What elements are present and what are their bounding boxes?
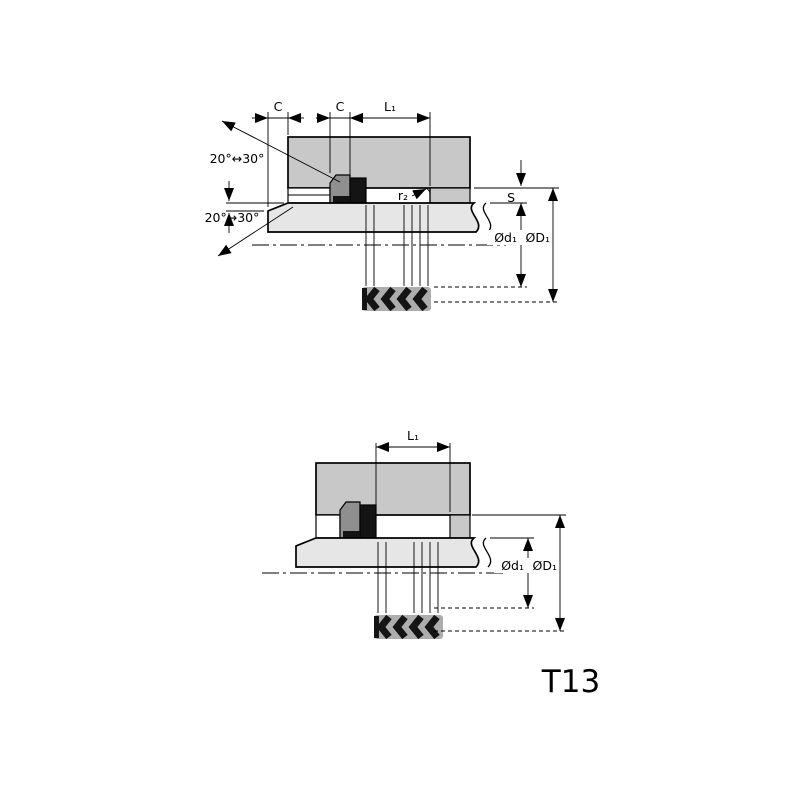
packing-chevron (408, 614, 424, 640)
seal-ring (359, 504, 377, 539)
packing-chevron (392, 614, 408, 640)
rod-section (295, 537, 480, 568)
leader-line (221, 120, 341, 183)
bottom-view: L₁ Ød₁ ØD₁ (262, 428, 566, 640)
vee-packing-icon (374, 614, 443, 640)
radius-label: r₂ (398, 188, 408, 203)
groove-corner-radius (423, 187, 431, 195)
angle-label-upper: 20°↔30° (210, 151, 265, 166)
housing-lip (449, 514, 471, 539)
top-view: C C L₁ 20°↔30° 20°↔30° r₂ (205, 99, 559, 312)
top-dimension-chain: C C L₁ (252, 99, 431, 207)
label-mask (526, 558, 557, 573)
label-mask (494, 558, 523, 573)
chamfer-annotations: 20°↔30° 20°↔30° (205, 120, 341, 257)
dim-label-D1: ØD₁ (533, 558, 557, 573)
diameter-dimensions: Ød₁ ØD₁ (434, 514, 566, 632)
packing-end-cap (374, 616, 379, 638)
angle-label-lower: 20°↔30° (205, 210, 260, 225)
dim-label-d1: Ød₁ (501, 558, 524, 573)
label-mask (519, 230, 550, 245)
leader-line (217, 206, 294, 257)
radius-callout: r₂ (398, 188, 427, 203)
seal-heel (333, 196, 350, 203)
housing-lip (429, 187, 471, 204)
dim-label-D1: ØD₁ (526, 230, 550, 245)
dim-label-l1: L₁ (407, 428, 419, 443)
rod-break-line (482, 202, 492, 233)
packing-chevron (380, 286, 396, 312)
packing-chevron (364, 286, 380, 312)
seal-heel (343, 531, 360, 538)
dim-label-c-right: C (336, 99, 345, 114)
diameter-dimensions: S Ød₁ ØD₁ (434, 160, 559, 303)
rod-section (267, 202, 480, 233)
packing-body (362, 287, 431, 311)
length-dimension: L₁ (375, 428, 451, 512)
packing-chevron (412, 286, 428, 312)
seal-ring (349, 177, 367, 204)
packing-end-cap (362, 288, 367, 310)
packing-chevron (424, 614, 440, 640)
dim-label-l1: L₁ (384, 99, 396, 114)
vee-packing-icon (362, 286, 431, 312)
dim-label-c-left: C (274, 99, 283, 114)
leader-line (411, 188, 427, 200)
spacer-ring (315, 514, 341, 539)
dim-label-d1: Ød₁ (494, 230, 517, 245)
projection-lines (377, 542, 439, 613)
rod-break-line (482, 537, 492, 568)
packing-body (374, 615, 443, 639)
housing-section (287, 136, 471, 189)
dim-label-s: S (507, 190, 515, 205)
housing-section (315, 462, 471, 516)
label-mask (487, 230, 516, 245)
packing-chevron (396, 286, 412, 312)
type-designation: T13 (541, 664, 600, 700)
spacer-ring (287, 187, 331, 204)
packing-chevron (376, 614, 392, 640)
